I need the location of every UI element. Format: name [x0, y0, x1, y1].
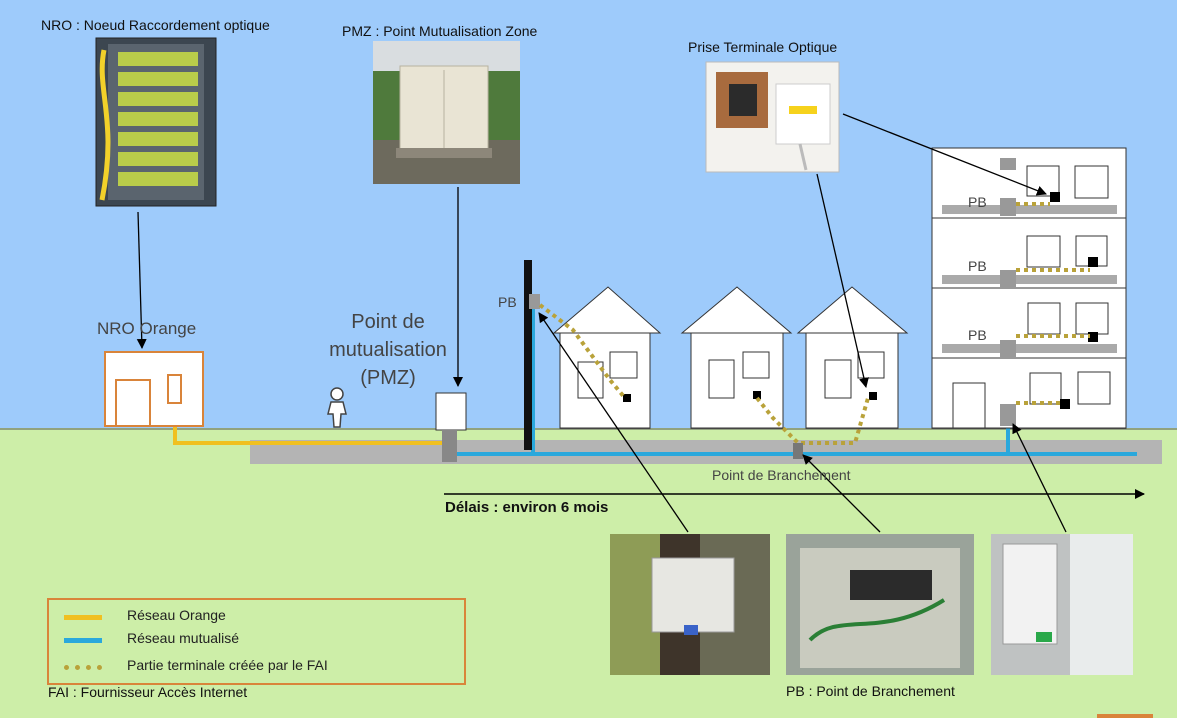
legend-item-orange: Réseau Orange — [49, 607, 464, 625]
pb-floor-label-3: PB — [968, 327, 987, 343]
delais-label: Délais : environ 6 mois — [445, 499, 609, 516]
fai-caption: FAI : Fournisseur Accès Internet — [48, 684, 248, 700]
nro-photo-caption: NRO : Noeud Raccordement optique — [41, 17, 270, 33]
pb-pole-label: PB — [498, 294, 517, 310]
legend-label: Réseau mutualisé — [127, 630, 240, 646]
legend-label: Partie terminale créée par le FAI — [127, 657, 328, 673]
legend-swatch-orange — [64, 615, 102, 620]
pb-floor-label-1: PB — [968, 194, 987, 210]
legend-swatch-shared — [64, 638, 102, 643]
pb-floor-label-2: PB — [968, 258, 987, 274]
house-1 — [552, 286, 662, 429]
legend-label: Réseau Orange — [127, 607, 226, 623]
utility-pole — [524, 260, 532, 450]
pb-caption: PB : Point de Branchement — [786, 683, 955, 699]
legend-item-shared: Réseau mutualisé — [49, 630, 464, 648]
legend-item-fai: Partie terminale créée par le FAI — [49, 657, 464, 675]
pmz-photo-caption: PMZ : Point Mutualisation Zone — [342, 23, 538, 39]
fai-terminal-lines — [538, 202, 1090, 445]
apartment-building — [931, 147, 1127, 429]
point-branchement-label: Point de Branchement — [712, 467, 851, 483]
person-icon — [327, 387, 347, 428]
pmz-cabinet — [435, 392, 467, 431]
nro-rack-photo — [95, 37, 217, 207]
pmz-cabinet-photo — [373, 41, 520, 184]
pb-chamber-photo — [786, 534, 974, 675]
pmz-main-label: Point de mutualisation (PMZ) — [329, 311, 447, 389]
pto-photo-caption: Prise Terminale Optique — [688, 39, 838, 55]
nro-orange-label: NRO Orange — [97, 319, 197, 338]
building-pb-photo — [991, 534, 1133, 675]
house-3 — [796, 286, 909, 429]
pole-box-photo — [610, 534, 770, 675]
legend-swatch-fai — [64, 665, 102, 670]
legend: Réseau Orange Réseau mutualisé Partie te… — [47, 598, 466, 685]
pto-photo — [705, 61, 840, 173]
